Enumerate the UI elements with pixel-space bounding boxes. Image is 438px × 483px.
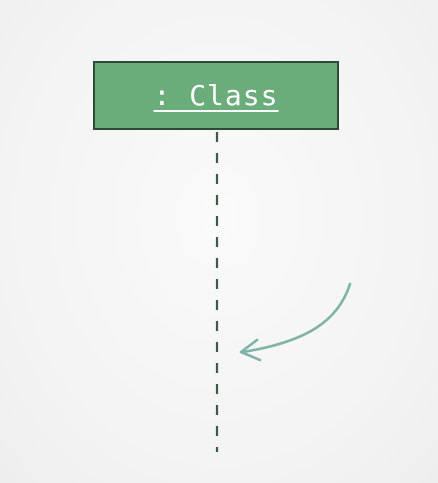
curved-arrow-icon xyxy=(239,282,352,362)
arrow-head xyxy=(239,338,262,362)
arrow-curve xyxy=(241,282,352,354)
object-box[interactable]: : Class xyxy=(93,61,339,130)
object-label: : Class xyxy=(153,79,279,112)
